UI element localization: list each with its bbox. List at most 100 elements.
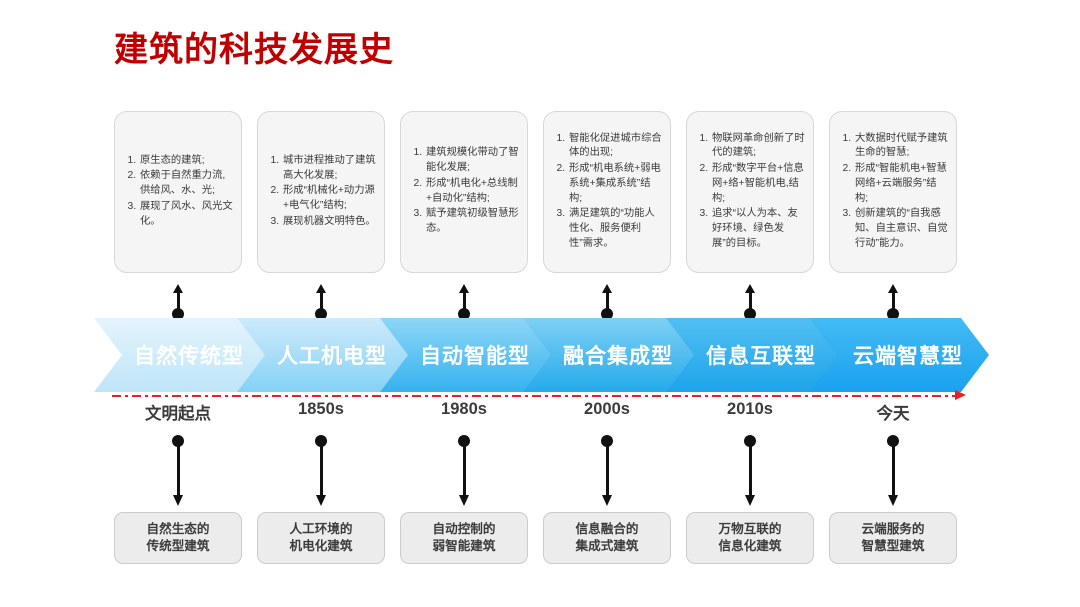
card-bullet: 形成“机械化+动力源+电气化”结构; [282, 184, 377, 214]
stage-chevron-5[interactable]: 信息互联型 [666, 318, 838, 392]
arrow-stem [748, 290, 752, 312]
stage-chevron-3[interactable]: 自动智能型 [380, 318, 552, 392]
detail-card: 智能化促进城市综合体的出现; 形成“机电系统+弱电系统+集成系统”结构; 满足建… [543, 111, 671, 273]
down-arrow-icon [885, 435, 901, 507]
arrow-dot [887, 435, 899, 447]
page-title: 建筑的科技发展史 [114, 31, 394, 69]
stage-chevron-2[interactable]: 人工机电型 [237, 318, 409, 392]
arrow-dot [458, 435, 470, 447]
arrow-stem [319, 443, 323, 495]
up-arrow-icon [170, 284, 186, 320]
down-arrow-icon [313, 435, 329, 507]
outcome-box: 云端服务的 智慧型建筑 [829, 512, 957, 564]
arrow-stem [462, 290, 466, 312]
arrow-stem [319, 290, 323, 312]
timeline-label: 2000s [584, 400, 630, 418]
down-arrow-icon [742, 435, 758, 507]
arrow-dot [887, 308, 899, 320]
arrow-head [172, 284, 183, 293]
outcome-line-1: 万物互联的 [718, 521, 782, 536]
card-bullet: 形成“机电系统+弱电系统+集成系统”结构; [568, 162, 663, 207]
up-arrow-icon [885, 284, 901, 320]
arrow-stem [891, 443, 895, 495]
arrow-head [601, 284, 612, 293]
arrow-head [315, 284, 326, 293]
stage-chevron-1[interactable]: 自然传统型 [94, 318, 266, 392]
card-text-6: 大数据时代赋予建筑生命的智慧; 形成“智能机电+智慧网络+云端服务”结构; 创新… [839, 132, 949, 253]
card-bullet: 展现机器文明特色。 [282, 215, 377, 230]
arrow-head [172, 495, 183, 506]
outcome-line-2: 弱智能建筑 [432, 539, 496, 553]
card-bullet: 原生态的建筑; [139, 154, 234, 169]
card-bullet: 赋予建筑初级智慧形态。 [425, 207, 520, 237]
stage-chevron-4[interactable]: 融合集成型 [523, 318, 695, 392]
timeline-label: 1980s [441, 400, 487, 418]
arrow-dot [172, 435, 184, 447]
outcome-box: 信息融合的 集成式建筑 [543, 512, 671, 564]
card-bullet: 形成“机电化+总线制+自动化”结构; [425, 177, 520, 207]
card-bullet: 展现了风水、风光文化。 [139, 200, 234, 230]
timeline-axis [112, 395, 957, 397]
card-bullet: 形成“数字平台+信息网+络+智能机电,结构; [711, 162, 806, 207]
outcome-line-2: 智慧型建筑 [861, 539, 925, 553]
timeline-label: 文明起点 [145, 405, 211, 423]
arrow-dot [458, 308, 470, 320]
arrow-stem [605, 290, 609, 312]
outcome-line-2: 机电化建筑 [289, 539, 353, 553]
detail-card: 城市进程推动了建筑高大化发展; 形成“机械化+动力源+电气化”结构; 展现机器文… [257, 111, 385, 273]
card-text-2: 城市进程推动了建筑高大化发展; 形成“机械化+动力源+电气化”结构; 展现机器文… [267, 154, 377, 230]
up-arrow-icon [456, 284, 472, 320]
card-text-5: 物联网革命创新了时代的建筑; 形成“数字平台+信息网+络+智能机电,结构; 追求… [696, 132, 806, 253]
outcome-line-2: 集成式建筑 [575, 539, 639, 553]
outcome-line-1: 云端服务的 [861, 521, 925, 536]
card-text-4: 智能化促进城市综合体的出现; 形成“机电系统+弱电系统+集成系统”结构; 满足建… [553, 132, 663, 253]
arrow-head [744, 284, 755, 293]
arrow-dot [172, 308, 184, 320]
arrow-dot [601, 435, 613, 447]
outcome-box: 自动控制的 弱智能建筑 [400, 512, 528, 564]
arrow-stem [462, 443, 466, 495]
card-bullet: 城市进程推动了建筑高大化发展; [282, 154, 377, 184]
up-arrow-icon [313, 284, 329, 320]
arrow-stem [176, 290, 180, 312]
down-arrow-icon [599, 435, 615, 507]
detail-card: 原生态的建筑; 依赖于自然重力流,供给风、水、光; 展现了风水、风光文化。 [114, 111, 242, 273]
card-bullet: 满足建筑的“功能人性化、服务便利性”需求。 [568, 207, 663, 252]
stage-label: 自然传统型 [134, 345, 244, 368]
down-arrow-icon [456, 435, 472, 507]
arrow-head [458, 495, 469, 506]
timeline-arrow-icon [955, 390, 966, 400]
detail-card: 建筑规模化带动了智能化发展; 形成“机电化+总线制+自动化”结构; 赋予建筑初级… [400, 111, 528, 273]
stage-label: 人工机电型 [277, 345, 387, 368]
stage-chevron-band: 自然传统型 人工机电型 自动智能型 融合集成型 信息互联型 云端智慧型 [0, 318, 1080, 392]
detail-card: 物联网革命创新了时代的建筑; 形成“数字平台+信息网+络+智能机电,结构; 追求… [686, 111, 814, 273]
outcome-line-2: 信息化建筑 [718, 539, 782, 553]
card-bullet: 依赖于自然重力流,供给风、水、光; [139, 169, 234, 199]
card-text-1: 原生态的建筑; 依赖于自然重力流,供给风、水、光; 展现了风水、风光文化。 [124, 154, 234, 230]
outcome-box: 万物互联的 信息化建筑 [686, 512, 814, 564]
outcome-line-1: 信息融合的 [575, 521, 639, 536]
arrow-stem [748, 443, 752, 495]
detail-card: 大数据时代赋予建筑生命的智慧; 形成“智能机电+智慧网络+云端服务”结构; 创新… [829, 111, 957, 273]
outcome-line-1: 自然生态的 [146, 521, 210, 536]
stage-label: 信息互联型 [706, 345, 816, 368]
timeline-label: 2010s [727, 400, 773, 418]
arrow-stem [891, 290, 895, 312]
card-bullet: 形成“智能机电+智慧网络+云端服务”结构; [854, 162, 949, 207]
card-bullet: 追求“以人为本、友好环境、绿色发展”的目标。 [711, 207, 806, 252]
stage-label: 融合集成型 [563, 345, 673, 368]
card-text-3: 建筑规模化带动了智能化发展; 形成“机电化+总线制+自动化”结构; 赋予建筑初级… [410, 146, 520, 237]
timeline-label: 1850s [298, 400, 344, 418]
arrow-stem [605, 443, 609, 495]
stage-label: 云端智慧型 [853, 345, 963, 368]
stage-chevron-6[interactable]: 云端智慧型 [809, 318, 989, 392]
arrow-head [315, 495, 326, 506]
arrow-dot [315, 308, 327, 320]
card-bullet: 物联网革命创新了时代的建筑; [711, 132, 806, 162]
card-bullet: 大数据时代赋予建筑生命的智慧; [854, 132, 949, 162]
arrow-head [744, 495, 755, 506]
outcome-box: 自然生态的 传统型建筑 [114, 512, 242, 564]
outcome-line-2: 传统型建筑 [146, 539, 210, 553]
arrow-head [458, 284, 469, 293]
arrow-dot [744, 435, 756, 447]
